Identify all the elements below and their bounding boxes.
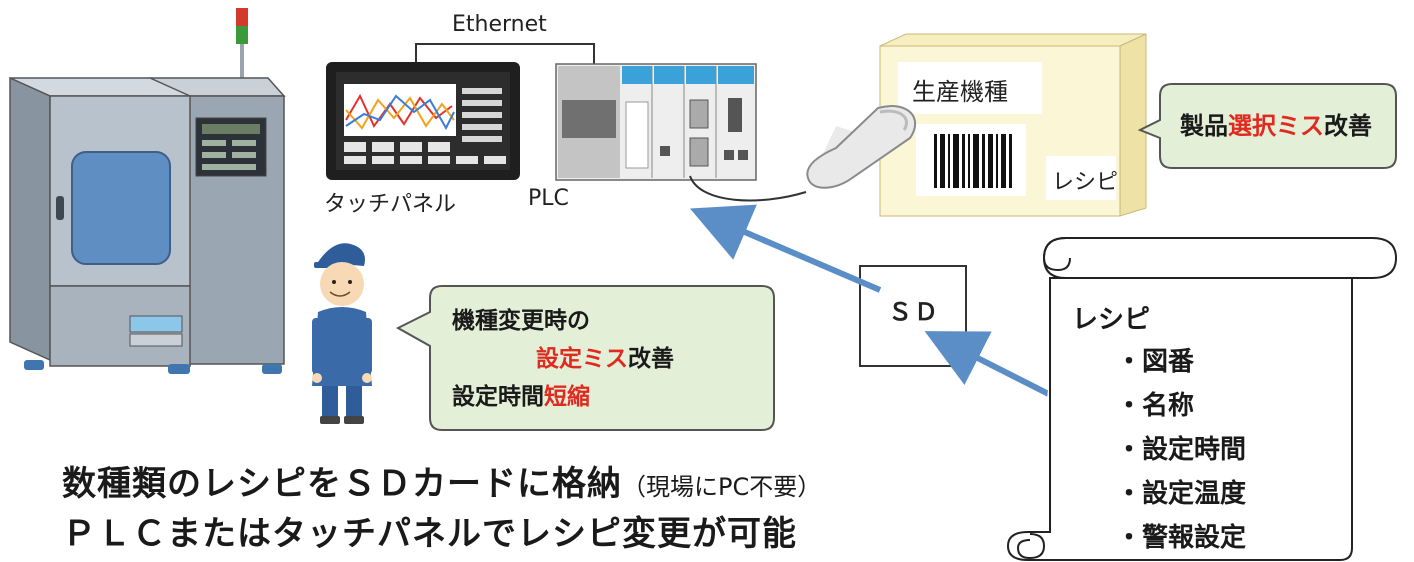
touch-panel-label: タッチパネル (324, 192, 457, 217)
product-bubble-highlight: 選択ミス (1228, 112, 1324, 140)
recipe-item: ・設定時間 (1116, 435, 1247, 465)
product-bubble-shape (1137, 83, 1397, 169)
worker-bubble-line2-post: 改善 (628, 346, 674, 372)
worker-bubble-line2-highlight: 設定ミス (536, 346, 628, 372)
worker-bubble-line3: 設定時間短縮 (452, 378, 674, 416)
production-model-label: 生産機種 (912, 78, 1008, 106)
worker-bubble-line2: 設定ミス改善 (452, 340, 674, 378)
worker-bubble-shape (395, 285, 775, 431)
worker-bubble-text: 機種変更時の 設定ミス改善 設定時間短縮 (452, 302, 674, 416)
arrow-sd-to-plc (689, 204, 882, 293)
recipe-tag-label: レシピ (1052, 170, 1119, 195)
worker-bubble-line3-pre: 設定時間 (452, 384, 544, 410)
worker-icon (312, 243, 372, 424)
headline-line1: 数種類のレシピをＳＤカードに格納（現場にPC不要） (62, 456, 821, 505)
plc-label: PLC (528, 186, 569, 211)
worker-bubble-line3-highlight: 短縮 (544, 384, 590, 410)
product-bubble-post: 改善 (1324, 112, 1372, 140)
recipe-item-list: ・図番 ・名称 ・設定時間 ・設定温度 ・警報設定 (1116, 340, 1246, 560)
recipe-scroll-shape (1006, 237, 1398, 561)
recipe-scroll-title: レシピ (1072, 305, 1151, 335)
recipe-item: ・設定温度 (1116, 479, 1247, 509)
touch-panel-icon (326, 62, 520, 180)
headline-line1-note: （現場にPC不要） (622, 473, 822, 501)
product-bubble-text: 製品選択ミス改善 (1180, 107, 1372, 145)
recipe-item: ・警報設定 (1116, 523, 1247, 553)
ethernet-label: Ethernet (452, 12, 547, 37)
plc-icon (555, 63, 757, 181)
worker-bubble-line1: 機種変更時の (452, 308, 590, 334)
ethernet-cable (415, 43, 595, 76)
headline-line2: ＰＬＣまたはタッチパネルでレシピ変更が可能 (62, 514, 797, 554)
recipe-item: ・図番 (1116, 347, 1195, 377)
recipe-item: ・名称 (1116, 391, 1195, 421)
scanner-cable (689, 175, 807, 202)
product-bubble-pre: 製品 (1180, 112, 1228, 140)
production-note-icon (879, 33, 1147, 217)
headline-line1-main: 数種類のレシピをＳＤカードに格納 (62, 464, 622, 504)
machine-icon (9, 8, 286, 374)
barcode-scanner-icon (806, 105, 917, 189)
sd-label: ＳＤ (888, 298, 940, 326)
